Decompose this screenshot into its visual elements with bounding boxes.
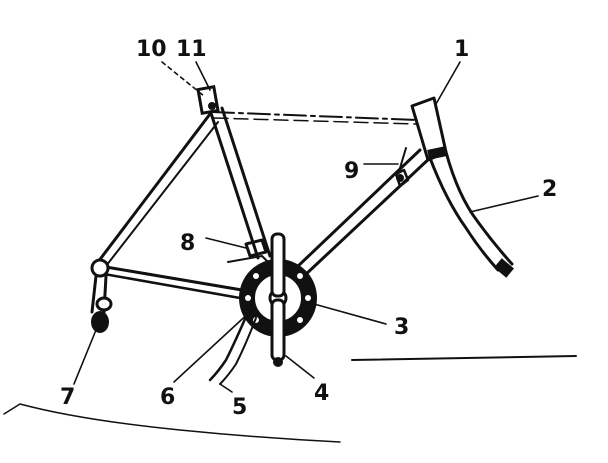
fork-blade <box>428 156 500 272</box>
cable-guide <box>394 168 410 188</box>
top-tube-lower-edge <box>213 117 417 125</box>
leader-5 <box>219 383 233 393</box>
leader-4 <box>285 355 315 379</box>
fork-blade-inner <box>444 150 514 266</box>
rear-stand-foot <box>91 311 109 333</box>
callout-11: 11 <box>176 37 207 62</box>
callout-3: 3 <box>394 315 409 340</box>
seat-stay-edge <box>105 121 219 267</box>
leader-3 <box>313 303 387 325</box>
leader-11 <box>195 61 211 91</box>
crank-arm-lower <box>270 298 286 362</box>
callout-1: 1 <box>454 37 469 62</box>
callout-7: 7 <box>60 385 75 410</box>
brake-bracket <box>244 238 268 258</box>
callout-8: 8 <box>180 231 195 256</box>
down-tube-edge <box>302 154 434 278</box>
rear-stand-clamp <box>95 296 113 312</box>
seat-tube-edge <box>220 106 272 258</box>
callout-2: 2 <box>542 177 557 202</box>
down-tube <box>294 148 422 270</box>
callout-6: 6 <box>160 385 175 410</box>
crank-arm-upper <box>270 232 286 298</box>
rear-dropout-joint <box>90 258 110 278</box>
callout-4: 4 <box>314 381 329 406</box>
seat-stay <box>96 112 212 264</box>
leader-1 <box>435 61 461 105</box>
cable-guide-bolt <box>396 174 404 182</box>
brake-bracket-plate <box>227 255 269 263</box>
seat-clamp-bolt <box>208 102 216 110</box>
seat-tube <box>208 108 260 260</box>
callout-5: 5 <box>232 395 247 420</box>
leader-10 <box>161 61 205 97</box>
callout-9: 9 <box>344 159 359 184</box>
leader-6 <box>173 309 253 383</box>
chain-stay-edge <box>102 272 242 300</box>
seat-post-clamp <box>196 85 220 115</box>
chain-stay <box>98 264 244 292</box>
leader-8 <box>205 237 247 249</box>
fork-dropout <box>494 258 514 278</box>
chain-guard-edge <box>219 317 257 385</box>
leader-lines <box>73 61 539 393</box>
leader-7 <box>73 329 97 385</box>
callout-10: 10 <box>136 37 167 62</box>
crank-bolt <box>273 357 283 367</box>
ground-line-right <box>351 355 577 361</box>
chain-guard <box>208 310 250 382</box>
cable-guide-stem <box>399 147 407 169</box>
ground-line-left <box>3 403 341 443</box>
leader-2 <box>469 195 539 213</box>
top-tube <box>211 111 419 121</box>
